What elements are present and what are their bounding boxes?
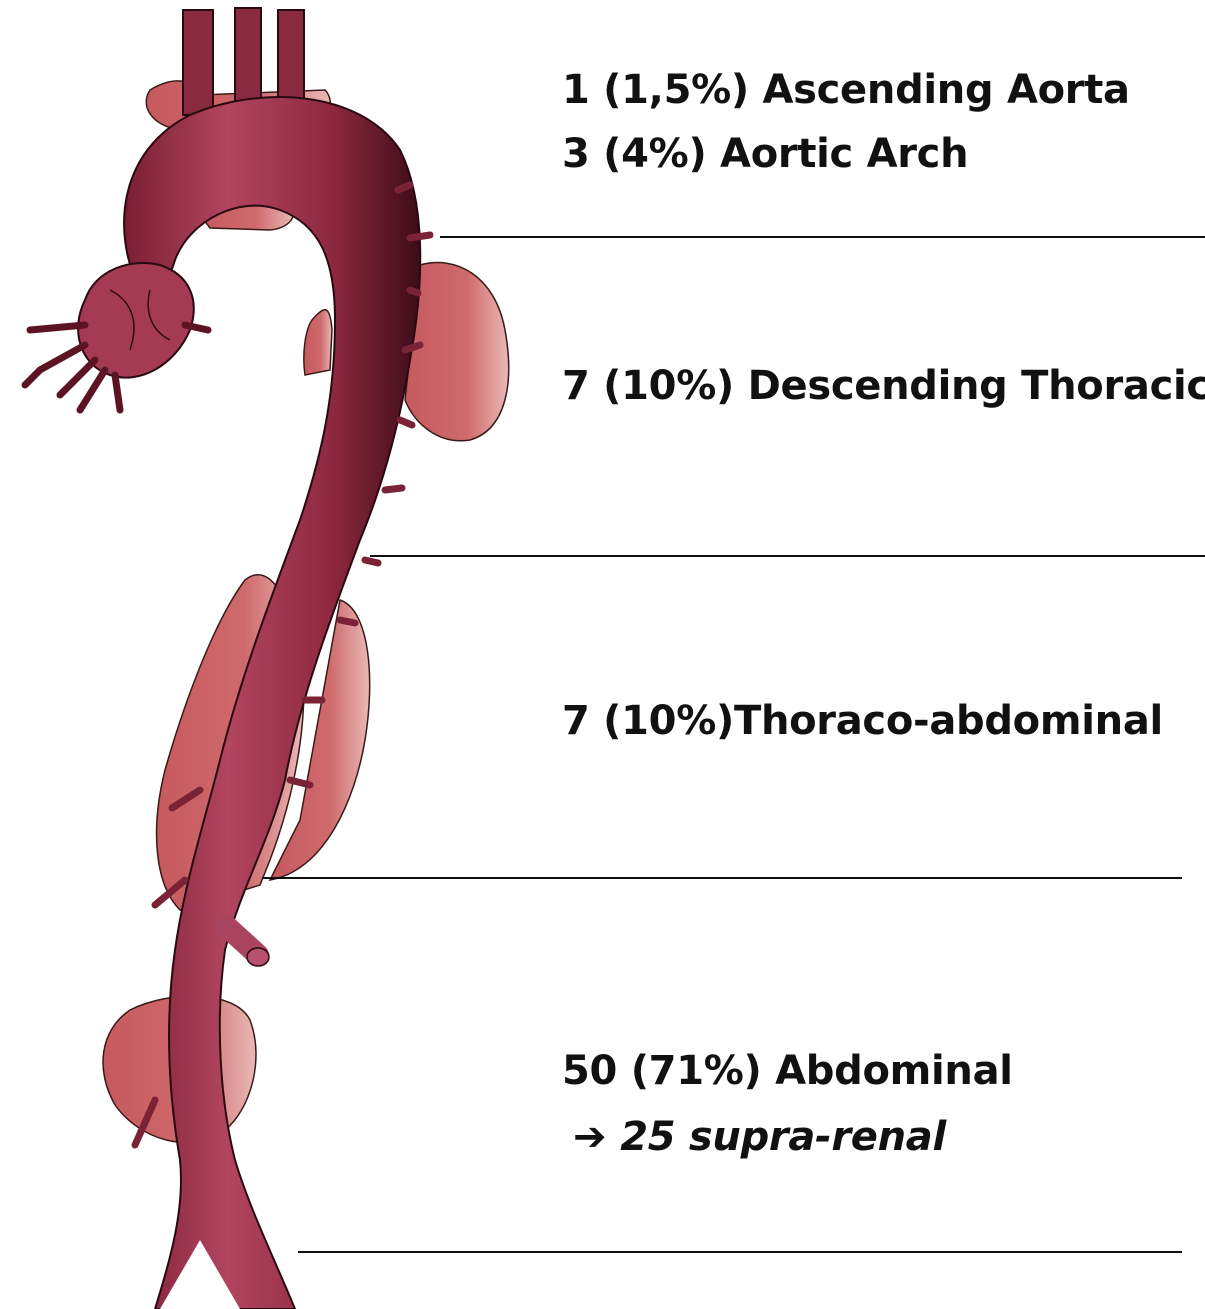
left-common-carotid xyxy=(235,8,261,108)
brachiocephalic-trunk xyxy=(183,10,213,115)
renal-artery-opening xyxy=(247,948,269,966)
divider-descending-thoracoabdominal xyxy=(370,555,1205,557)
label-ascending-aorta: 1 (1,5%) Ascending Aorta xyxy=(562,70,1130,110)
left-subclavian xyxy=(278,10,304,105)
label-thoraco-abdominal: 7 (10%)Thoraco-abdominal xyxy=(562,701,1163,741)
divider-thoracoabdominal-abdominal xyxy=(262,877,1182,879)
aortic-root xyxy=(25,263,208,410)
label-abdominal: 50 (71%) Abdominal xyxy=(562,1051,1013,1091)
label-aortic-arch: 3 (4%) Aortic Arch xyxy=(562,134,968,174)
label-supra-renal: ➔ 25 supra-renal xyxy=(573,1117,946,1157)
label-descending-thoracic: 7 (10%) Descending Thoracic xyxy=(562,366,1205,406)
supra-renal-text: 25 supra-renal xyxy=(620,1114,946,1160)
divider-arch-descending xyxy=(440,236,1205,238)
arrow-icon: ➔ xyxy=(573,1114,606,1160)
divider-abdominal-bottom xyxy=(298,1251,1182,1253)
descending-left-aneurysm xyxy=(304,310,332,375)
descending-aneurysm xyxy=(405,263,509,441)
